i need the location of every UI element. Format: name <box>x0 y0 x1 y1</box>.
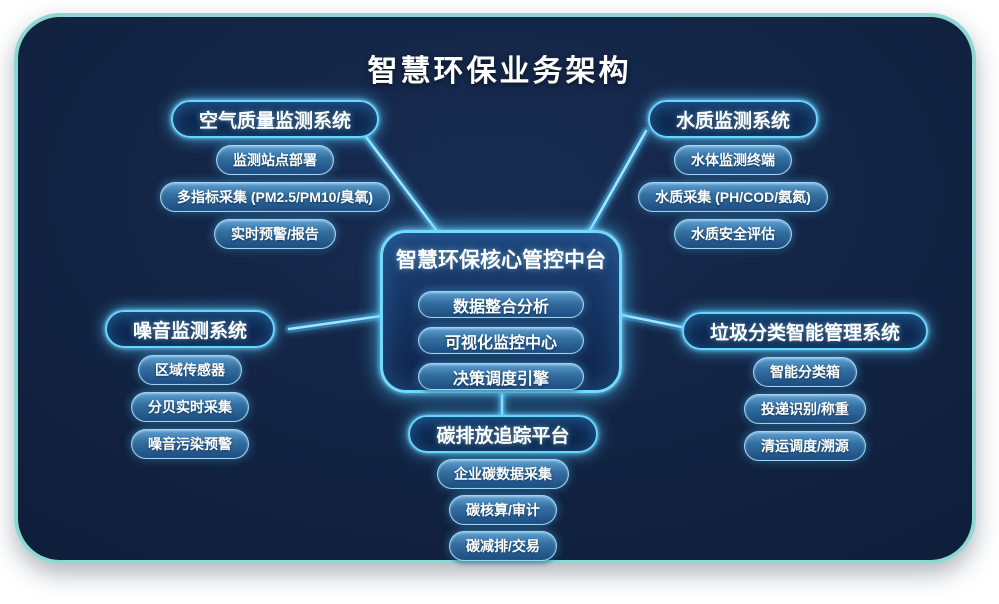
system-group-air-quality: 空气质量监测系统 监测站点部署 多指标采集 (PM2.5/PM10/臭氧) 实时… <box>155 100 395 249</box>
system-node-carbon: 碳排放追踪平台 <box>408 415 598 453</box>
feature-node-garbage-3: 清运调度/溯源 <box>744 431 866 461</box>
feature-node-water-1: 水体监测终端 <box>674 145 792 175</box>
feature-node-noise-2: 分贝实时采集 <box>131 392 249 422</box>
feature-node-center-2: 可视化监控中心 <box>418 327 584 354</box>
system-node-air-quality: 空气质量监测系统 <box>170 100 379 138</box>
feature-node-air-2: 多指标采集 (PM2.5/PM10/臭氧) <box>159 182 391 212</box>
system-group-water-quality: 水质监测系统 水体监测终端 水质采集 (PH/COD/氨氮) 水质安全评估 <box>613 100 853 249</box>
system-node-garbage-sorting: 垃圾分类智能管理系统 <box>682 312 929 350</box>
feature-node-water-3: 水质安全评估 <box>674 219 792 249</box>
feature-node-garbage-2: 投递识别/称重 <box>744 394 866 424</box>
feature-node-center-3: 决策调度引擎 <box>418 363 584 390</box>
feature-node-noise-1: 区域传感器 <box>138 355 242 385</box>
system-group-noise: 噪音监测系统 区域传感器 分贝实时采集 噪音污染预警 <box>70 310 310 459</box>
diagram-title: 智慧环保业务架构 <box>367 55 632 88</box>
feature-node-garbage-1: 智能分类箱 <box>753 357 857 387</box>
feature-node-air-3: 实时预警/报告 <box>214 219 336 249</box>
feature-node-noise-3: 噪音污染预警 <box>131 429 249 459</box>
feature-node-carbon-3: 碳减排/交易 <box>449 531 557 561</box>
feature-node-water-2: 水质采集 (PH/COD/氨氮) <box>638 182 828 212</box>
center-hub-node: 智慧环保核心管控中台 数据整合分析 可视化监控中心 决策调度引擎 <box>380 230 622 393</box>
center-hub-title: 智慧环保核心管控中台 <box>396 249 606 272</box>
system-node-water-quality: 水质监测系统 <box>647 100 818 138</box>
system-node-noise: 噪音监测系统 <box>104 310 275 348</box>
system-group-carbon: 碳排放追踪平台 企业碳数据采集 碳核算/审计 碳减排/交易 <box>383 415 623 561</box>
center-hub-items: 数据整合分析 可视化监控中心 决策调度引擎 <box>418 291 584 390</box>
system-group-garbage-sorting: 垃圾分类智能管理系统 智能分类箱 投递识别/称重 清运调度/溯源 <box>682 312 929 461</box>
feature-node-carbon-1: 企业碳数据采集 <box>437 459 569 489</box>
feature-node-center-1: 数据整合分析 <box>418 291 584 318</box>
feature-node-air-1: 监测站点部署 <box>216 145 334 175</box>
feature-node-carbon-2: 碳核算/审计 <box>449 495 557 525</box>
